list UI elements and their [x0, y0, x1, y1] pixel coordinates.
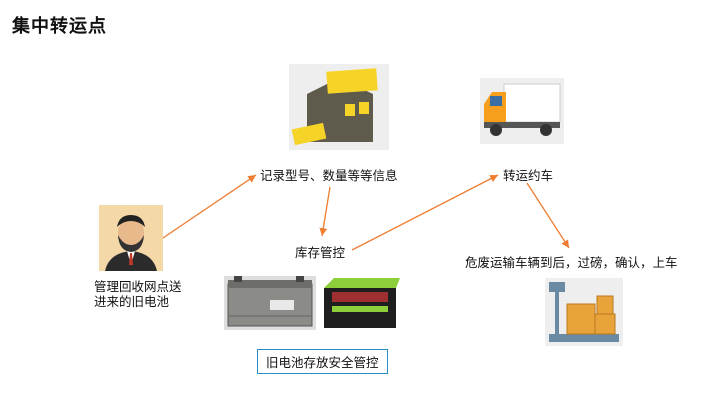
arrow-transport-to-hazard	[526, 182, 570, 249]
record-label: 记录型号、数量等等信息	[260, 168, 398, 183]
manager-label: 管理回收网点送 进来的旧电池	[94, 279, 182, 309]
warehouse-icon	[289, 64, 389, 150]
scale-icon	[545, 278, 623, 346]
hazard-label: 危废运输车辆到后，过磅，确认，上车	[465, 255, 678, 270]
page-title: 集中转运点	[12, 16, 107, 37]
manager-label-line1: 管理回收网点送	[94, 279, 182, 294]
truck-icon	[480, 78, 564, 144]
arrow-record-to-inventory	[319, 186, 331, 237]
storage-safety-label: 旧电池存放安全管控	[257, 349, 388, 374]
person-icon	[99, 205, 163, 271]
manager-label-line2: 进来的旧电池	[94, 294, 170, 309]
arrow-manager-to-record	[159, 174, 257, 241]
arrow-inventory-to-transport	[351, 174, 499, 251]
transport-label: 转运约车	[503, 168, 554, 183]
old-battery-icon	[224, 276, 316, 330]
inventory-label: 库存管控	[295, 245, 346, 260]
green-battery-icon	[318, 274, 402, 332]
